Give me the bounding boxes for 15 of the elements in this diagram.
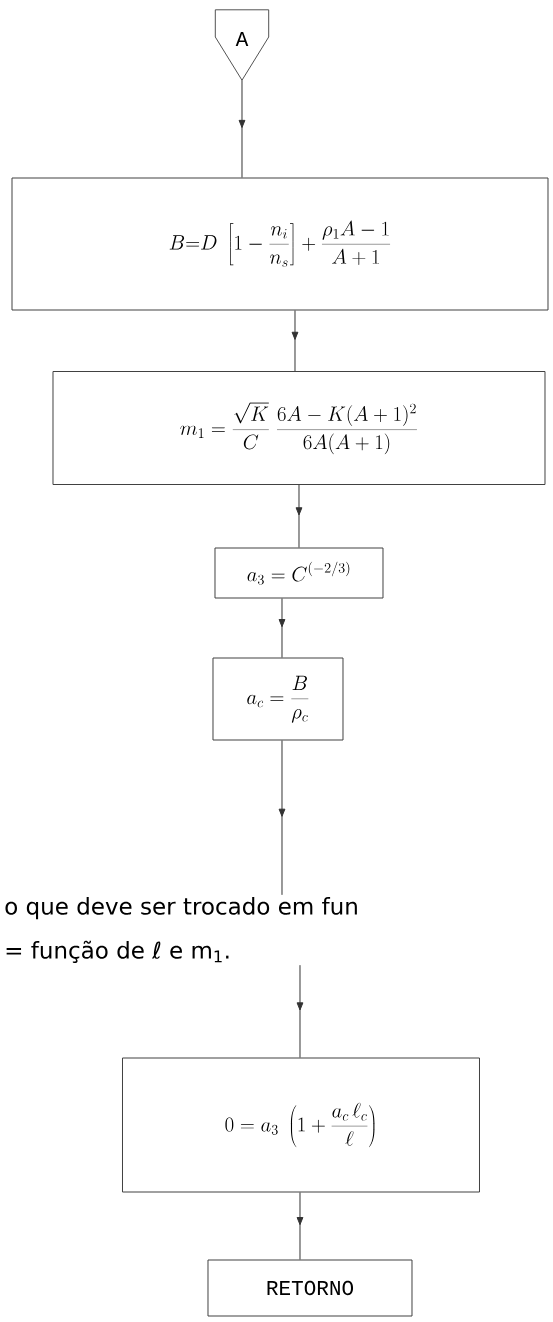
arrow [291,310,299,372]
formula-box: $m_{1}=\frac{\sqrt{K}}{C}\;\frac{6A-K(A+1)^{2}}{6A(A+1)}$ [52,371,546,485]
arrow [295,484,303,548]
note-text: o que deve ser trocado em fun = função de ℓ e m$_{1}$. [5,897,357,963]
terminal-box: RETORNO [207,1259,413,1317]
formula-box: $0=a_{3}\;\left(1+\frac{a_{c}\,\ell_{c}}{\ell}\right)$ [122,1057,480,1193]
arrow [278,740,286,896]
formula-box: $B{=}D\;\left[1-\frac{n_{i}}{n_{s}}\right]+\frac{\rho_{1}A-1}{A+1}$ [11,177,549,311]
formula-box: $a_{c}=\frac{B}{\rho_{c}}$ [212,657,344,741]
connector-pentagon: A [214,9,270,81]
arrow [238,79,246,178]
arrow [278,598,286,658]
arrow [296,1192,304,1260]
arrow [296,964,304,1058]
formula-box: $a_{3}=C^{(-2/3)}$ [214,547,384,599]
